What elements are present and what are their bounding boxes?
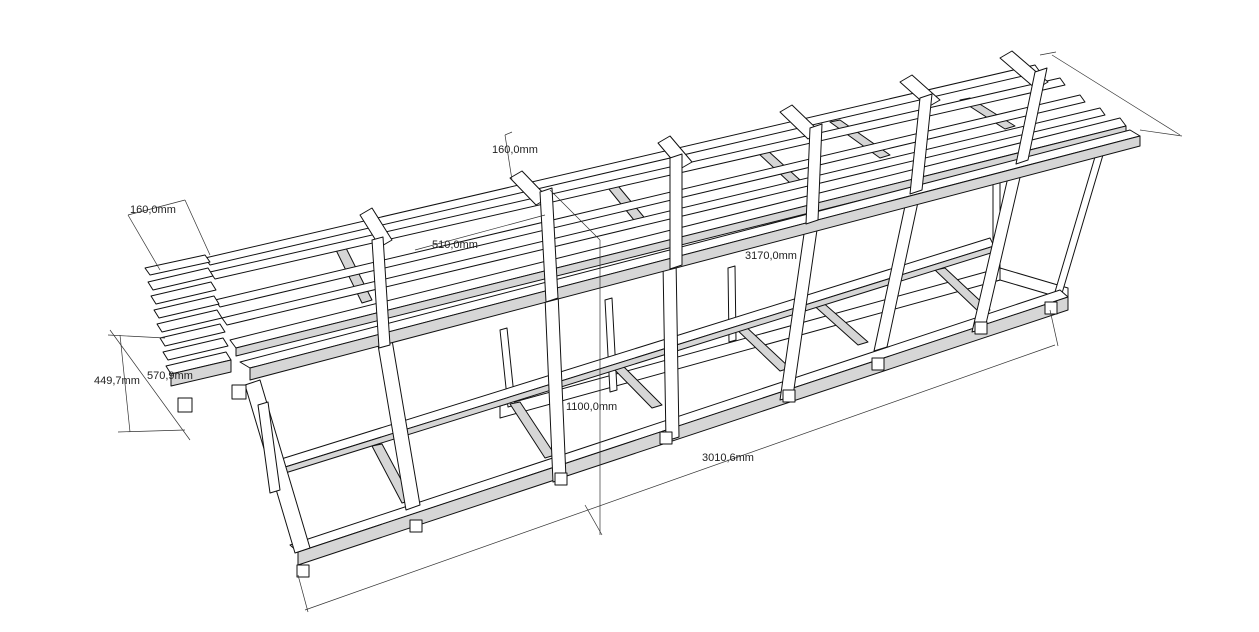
foot-block-6 [871,357,885,371]
front-post-corner-back [257,401,281,494]
dim-top-width: 160,0mm [130,204,176,216]
dim-height: 1100,0mm [566,401,617,413]
top-rail-back-2 [209,77,1066,280]
foot-block-1 [296,564,310,578]
platform-slat-5 [156,309,223,333]
dim-top-length: 3170,0mm [745,250,797,262]
dimension-labels: 160,0mm 160,0mm 510,0mm 3170,0mm 449,7mm… [94,144,797,464]
foot-block-5 [782,389,796,403]
top-upright-6 [1015,67,1048,165]
foot-blocks [177,301,1058,578]
foot-block-left-2 [231,384,247,400]
platform-slat-face [170,359,232,387]
foot-block-2 [409,519,423,533]
dim-length: 3010,6mm [702,452,754,464]
top-upright-1 [371,236,391,349]
platform-slat-3 [150,281,217,305]
top-upright-3 [669,153,683,270]
top-upright-5 [909,93,933,195]
foot-block-left-1 [177,397,193,413]
cross-members [334,97,1016,504]
dim-depth-left: 570,9mm [147,370,193,382]
platform-slat-1 [144,254,211,276]
dim-height-left: 449,7mm [94,375,140,387]
foot-block-3 [554,472,568,486]
foot-block-4 [659,431,673,445]
left-platform [144,254,232,387]
cross-member-6 [509,401,556,459]
top-caps [359,50,1049,248]
dim-post-width: 160,0mm [492,144,538,156]
foot-block-8 [1044,301,1058,315]
platform-slat-7 [162,337,229,361]
dim-spacing: 510,0mm [432,239,478,251]
dimension-lines [107,51,1183,613]
top-upright-2 [539,187,559,303]
platform-slat-6 [159,323,226,347]
front-posts [244,155,1026,554]
top-cap-1 [359,207,393,248]
top-rail-front-2-face [249,135,1141,381]
platform-slat-2 [147,267,214,291]
top-upright-4 [805,123,823,225]
top-rail-mid-2 [221,107,1106,326]
top-uprights [371,67,1048,349]
front-post-3 [662,258,680,442]
foot-block-7 [974,321,988,335]
platform-slat-4 [153,295,220,319]
